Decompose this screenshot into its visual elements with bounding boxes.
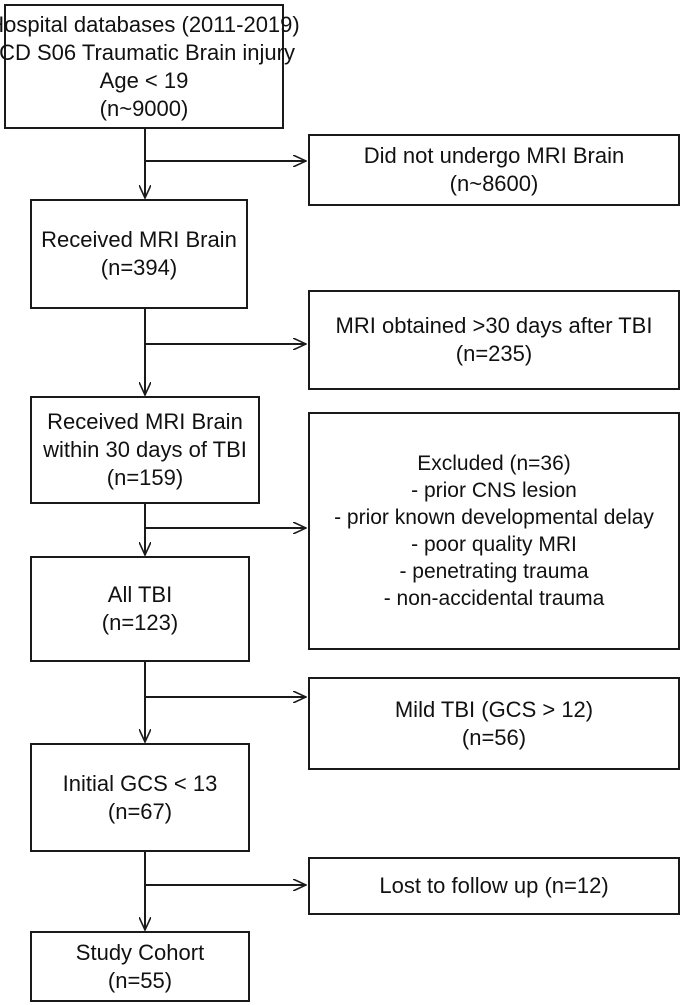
box-excluded-criteria: Excluded (n=36) - prior CNS lesion - pri…	[308, 412, 680, 650]
box-text: Age < 19	[99, 67, 189, 93]
box-text: Did not undergo MRI Brain	[363, 143, 625, 168]
box-lost-follow-up: Lost to follow up (n=12)	[308, 857, 680, 915]
box-text: (n=56)	[461, 724, 527, 750]
box-study-cohort: Study Cohort (n=55)	[30, 931, 250, 1002]
box-text: Initial GCS < 13	[62, 770, 218, 796]
box-text: (n=159)	[106, 465, 184, 490]
box-text: - prior known developmental delay	[334, 506, 654, 529]
box-text: - non-accidental trauma	[383, 587, 605, 610]
box-mri-within-30-days: Received MRI Brain within 30 days of TBI…	[30, 396, 260, 504]
box-text: - penetrating trauma	[399, 560, 589, 583]
box-text: Received MRI Brain	[47, 409, 243, 434]
box-text: (n=67)	[107, 798, 173, 824]
box-text: ICD S06 Traumatic Brain injury	[0, 39, 295, 65]
box-no-mri: Did not undergo MRI Brain (n~8600)	[308, 134, 680, 206]
box-text: (n=235)	[455, 341, 533, 366]
box-text: (n=123)	[101, 610, 179, 635]
box-text: (n=394)	[100, 255, 178, 280]
box-text: - poor quality MRI	[411, 533, 577, 556]
box-mild-tbi: Mild TBI (GCS > 12) (n=56)	[308, 677, 680, 770]
box-text: - prior CNS lesion	[411, 479, 577, 502]
box-text: (n~9000)	[99, 95, 189, 121]
box-text: within 30 days of TBI	[43, 437, 247, 462]
box-text: (n=55)	[107, 967, 173, 993]
box-text: Excluded (n=36)	[417, 452, 571, 475]
box-mri-late: MRI obtained >30 days after TBI (n=235)	[308, 290, 680, 390]
box-initial-gcs: Initial GCS < 13 (n=67)	[30, 743, 250, 852]
box-all-tbi: All TBI (n=123)	[30, 556, 250, 662]
box-text: Mild TBI (GCS > 12)	[394, 696, 594, 722]
box-text: (n~8600)	[449, 171, 539, 196]
box-text: MRI obtained >30 days after TBI	[335, 313, 653, 338]
box-text: All TBI	[107, 582, 173, 607]
box-text: Received MRI Brain	[41, 227, 237, 252]
box-text: Study Cohort	[75, 939, 205, 965]
box-received-mri: Received MRI Brain (n=394)	[30, 199, 248, 309]
box-text: Hospital databases (2011-2019)	[0, 11, 300, 37]
box-text: Lost to follow up (n=12)	[379, 873, 609, 898]
box-hospital-databases: Hospital databases (2011-2019) ICD S06 T…	[0, 4, 300, 129]
